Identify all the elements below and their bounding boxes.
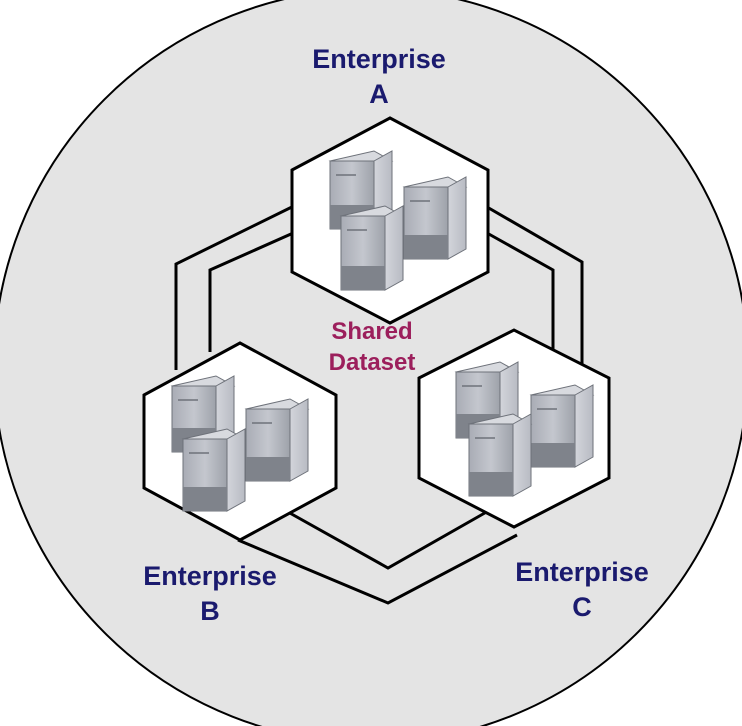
server-icon xyxy=(529,384,595,468)
enterprise-a-line2: A xyxy=(369,78,389,109)
shared-dataset-label: Shared Dataset xyxy=(272,316,472,378)
server-group-c xyxy=(454,361,595,497)
enterprise-c-line1: Enterprise xyxy=(515,557,649,587)
cube-b xyxy=(142,341,338,542)
cube-a xyxy=(290,116,490,325)
enterprise-b-label: Enterprise B xyxy=(110,559,310,628)
server-icon xyxy=(339,205,405,291)
server-group-b xyxy=(170,375,310,512)
connection-lines xyxy=(174,201,584,605)
server-group-a xyxy=(328,150,468,291)
enterprise-a-label: Enterprise A xyxy=(279,42,479,111)
enterprise-c-line2: C xyxy=(572,591,592,622)
connector-a-c-inner xyxy=(486,231,555,360)
enterprise-a-line1: Enterprise xyxy=(312,44,446,74)
cube-c xyxy=(417,328,611,529)
shared-dataset-line1: Shared xyxy=(331,318,413,345)
server-icon xyxy=(402,176,468,260)
server-icon xyxy=(181,428,247,512)
server-icon xyxy=(467,413,533,497)
enterprise-b-line2: B xyxy=(200,595,220,626)
enterprise-c-label: Enterprise C xyxy=(482,555,682,624)
connector-a-b-outer xyxy=(174,201,301,370)
connector-a-c-outer xyxy=(486,205,584,370)
server-icon xyxy=(244,398,310,482)
shared-dataset-line2: Dataset xyxy=(328,349,416,377)
connector-b-c-inner xyxy=(287,508,491,570)
enterprise-b-line1: Enterprise xyxy=(143,561,277,591)
connector-b-c-outer xyxy=(237,533,518,605)
connector-a-b-inner xyxy=(208,228,301,352)
